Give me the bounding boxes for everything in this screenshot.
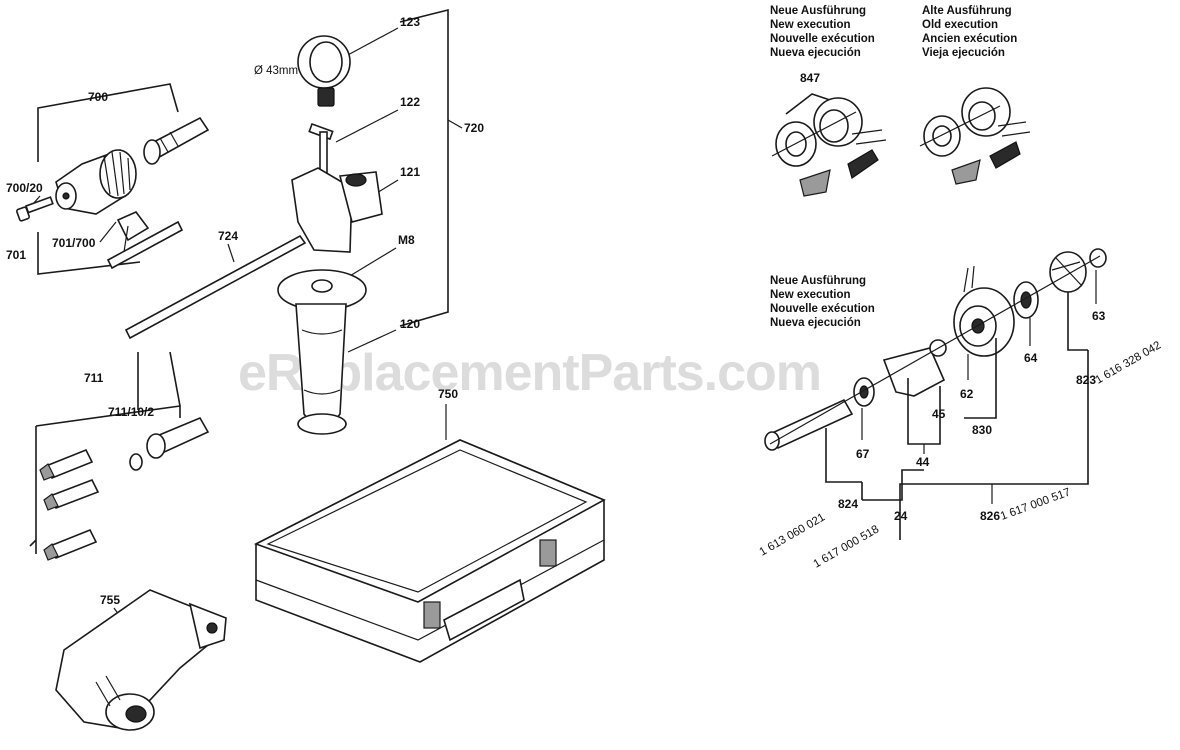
ring-assembly-847-new: 847 [771,71,887,197]
aux-handle [277,269,367,435]
callout-701: 701 [6,248,26,262]
callout-700: 700 [88,90,108,104]
aux-handle-group-720: 720 123 122 121 M8 120 Ø 43mm [254,8,484,435]
tool-case-750: 750 [253,387,606,663]
header-new2-es: Nueva ejecución [770,317,861,329]
case-latch-left [423,601,441,629]
callout-826: 826 [980,509,1000,523]
header-old-en: Old execution [922,19,998,31]
header-new-en: New execution [770,19,851,31]
callout-63: 63 [1092,309,1106,323]
callout-701-700: 701/700 [52,236,96,250]
keyed-drill-chuck [55,149,137,215]
callout-64: 64 [1024,351,1038,365]
sds-adapter [143,116,210,165]
callout-700-20: 700/20 [6,181,43,195]
callout-121: 121 [400,165,420,179]
screwdriver-bit-1 [39,448,94,481]
callout-823: 823 [1076,373,1096,387]
header-new2-fr: Nouvelle exécution [770,303,875,315]
callout-diameter-43mm: Ø 43mm [254,65,298,77]
chuck-screw [16,196,54,222]
spindle [764,398,854,451]
callout-824: 824 [838,497,858,511]
header-new-fr: Nouvelle exécution [770,33,875,45]
shift-fork [882,339,947,397]
header-old-de: Alte Ausführung [922,5,1012,17]
header-old-fr: Ancien exécution [922,33,1017,45]
header-new2-de: Neue Ausführung [770,275,866,287]
header-old-execution: Alte Ausführung Old execution Ancien exé… [922,5,1017,59]
ring-assembly-old [919,87,1031,185]
callout-120: 120 [400,317,420,331]
callout-44: 44 [916,455,930,469]
handle-holder [291,167,383,253]
callout-62: 62 [960,387,974,401]
part-number-823: 1 616 328 042 [1094,339,1164,386]
callout-67: 67 [856,447,870,461]
header-new-de: Neue Ausführung [770,5,866,17]
header-new-execution-2: Neue Ausführung New execution Nouvelle e… [770,275,875,329]
clutch-830 [953,265,1015,357]
angle-attachment-755: 755 [55,589,227,731]
case-latch-right [539,539,557,567]
callout-m8: M8 [398,233,415,247]
callout-724: 724 [218,229,238,243]
callout-847: 847 [800,71,820,85]
depth-rod-724: 724 [124,229,307,340]
header-new-es: Nueva ejecución [770,47,861,59]
callout-830: 830 [972,423,992,437]
bearing-64 [1013,281,1039,319]
screwdriver-bit-2 [43,478,100,511]
screwdriver-bit-3 [43,528,98,561]
gear-67 [853,377,875,407]
header-new2-en: New execution [770,289,851,301]
gear-63 [1049,248,1107,293]
bits-group-711: 711 711/10/2 [29,351,210,561]
bit-holder [146,416,210,459]
header-new-execution: Neue Ausführung New execution Nouvelle e… [770,5,875,59]
chuck-group-700: 700 700/20 701 701/700 [6,83,210,275]
chuck-key [106,211,184,270]
part-number-24: 1 617 000 518 [812,523,882,570]
clamp-bolt [308,122,334,185]
callout-750: 750 [438,387,458,401]
callout-720: 720 [464,121,484,135]
retaining-ring [129,453,143,471]
callout-24: 24 [894,509,908,523]
callout-122: 122 [400,95,420,109]
callout-711-10-2: 711/10/2 [108,405,154,419]
callout-45: 45 [932,407,946,421]
clamp-band [297,35,351,107]
part-number-826: 1 617 000 517 [999,486,1072,522]
callout-755: 755 [100,593,120,607]
callout-123: 123 [400,15,420,29]
header-old-es: Vieja ejecución [922,47,1005,59]
part-number-824: 1 613 060 021 [758,511,828,558]
callout-711: 711 [84,371,104,385]
